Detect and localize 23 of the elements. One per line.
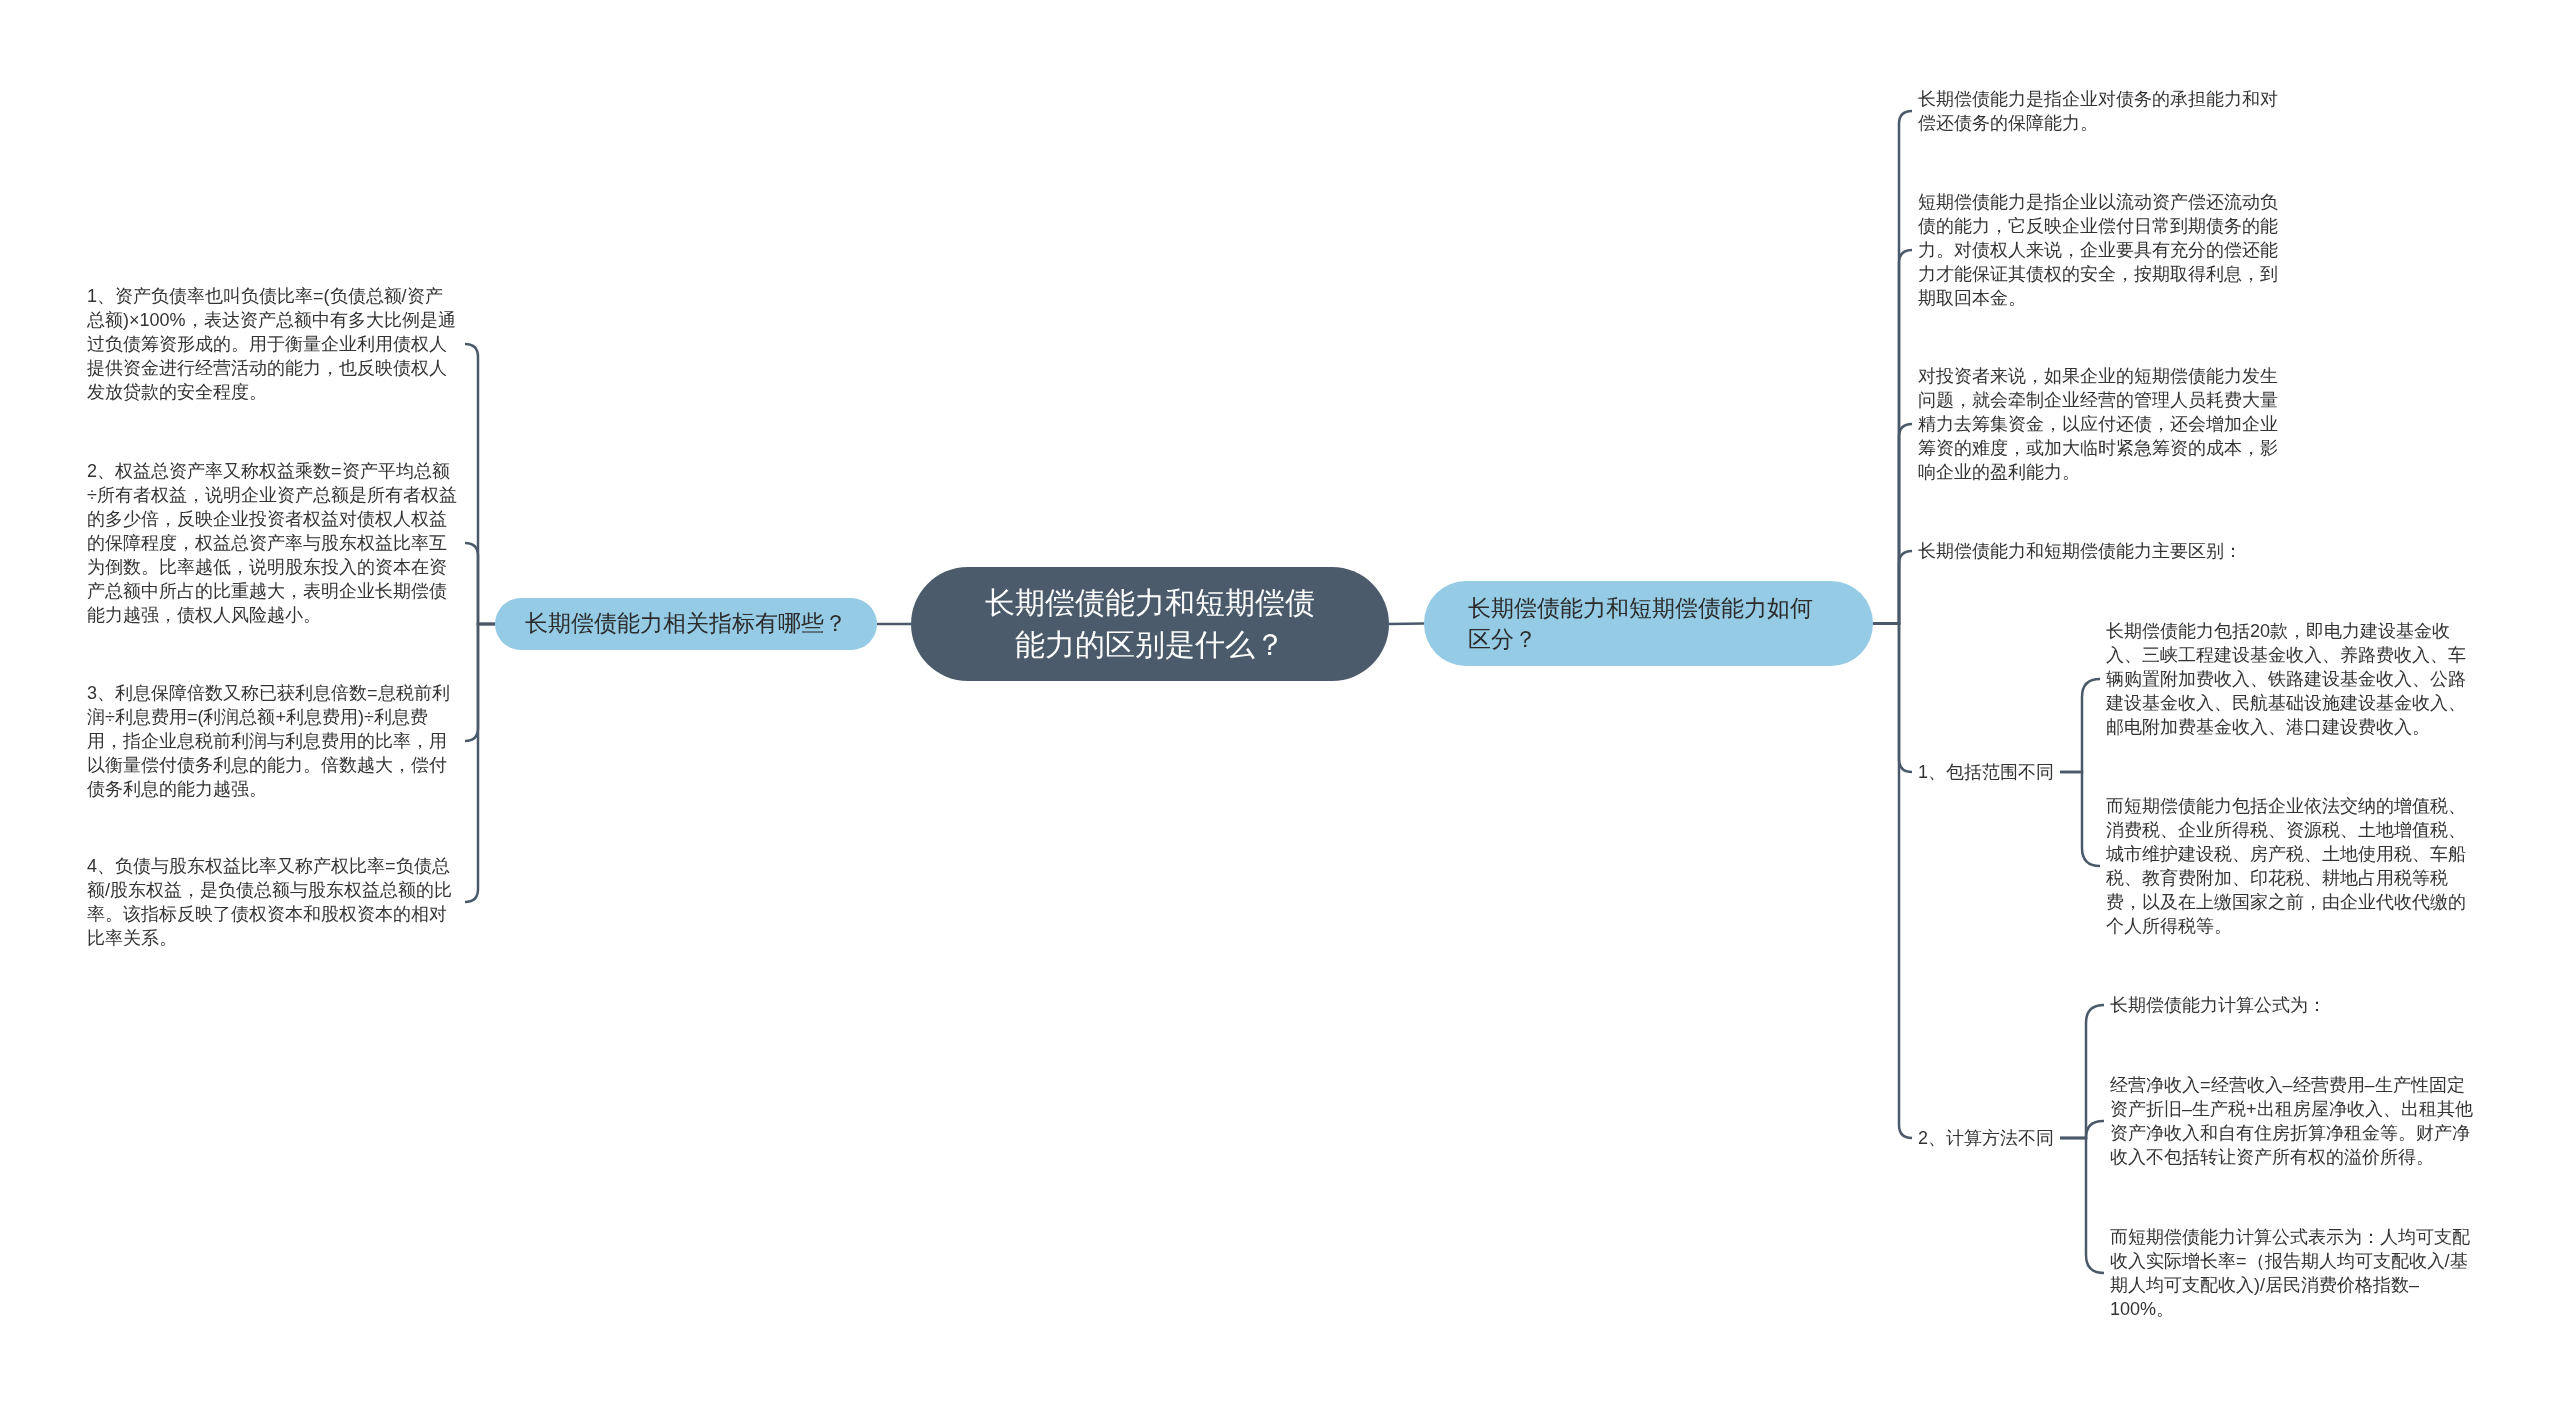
connector-line — [463, 622, 495, 904]
branch-text: 3、利息保障倍数又称已获利息倍数=息税前利润÷利息费用=(利润总额+利息费用)÷利息费用，指企业息税前利润与利息费用的比率，用以衡量偿付债务利息的能力。倍数越大，偿付债务利息的能力越强。 — [87, 681, 465, 801]
branch-text: 而短期偿债能力计算公式表示为：人均可支配收入实际增长率=（报告期人均可支配收入/基期人均可支配收入)/居民消费价格指数–100%。 — [2104, 1225, 2482, 1321]
branch-text: 对投资者来说，如果企业的短期偿债能力发生问题，就会牵制企业经营的管理人员耗费大量精力去筹集资金，以应付还债，还会增加企业筹资的难度，或加大临时紧急筹资的成本，影响企业的盈利能力。 — [1912, 364, 2290, 484]
branch-text: 长期偿债能力和短期偿债能力主要区别： — [1912, 539, 2290, 563]
branch-text: 而短期偿债能力包括企业依法交纳的增值税、消费税、企业所得税、资源税、土地增值税、城市维护建设税、房产税、土地使用税、车船税、教育费附加、印花税、耕地占用税等税费，以及在上缴国家之前，由企业代收代缴的个人所得税等。 — [2100, 794, 2478, 938]
connector-line — [1389, 622, 1424, 626]
branch-text: 4、负债与股东权益比率又称产权比率=负债总额/股东权益，是负债总额与股东权益总额的比率。该指标反映了债权资本和股权资本的相对比率关系。 — [87, 854, 465, 950]
branch-text: 经营净收入=经营收入–经营费用–生产性固定资产折旧–生产税+出租房屋净收入、出租其他资产净收入和自有住房折算净租金等。财产净收入不包括转让资产所有权的溢价所得。 — [2104, 1073, 2482, 1169]
topic-box: 长期偿债能力相关指标有哪些？ — [495, 598, 877, 650]
topic-box: 长期偿债能力和短期偿债能力如何区分？ — [1424, 581, 1873, 666]
central-topic-box: 长期偿债能力和短期偿债能力的区别是什么？ — [911, 567, 1389, 681]
connector-line — [2060, 1136, 2106, 1275]
branch-text: 2、权益总资产率又称权益乘数=资产平均总额÷所有者权益，说明企业资产总额是所有者权益的多少倍，反映企业投资者权益对债权人权益的保障程度，权益总资产率与股东权益比率互为倒数。比率越低，说明股东投入的资本在资产总额中所占的比重越大，表明企业长期偿债能力越强，债权人风险越小。 — [87, 459, 465, 627]
branch-text: 长期偿债能力是指企业对债务的承担能力和对偿还债务的保障能力。 — [1912, 87, 2290, 135]
branch-text: 1、资产负债率也叫负债比率=(负债总额/资产总额)×100%，表达资产总额中有多大比例是通过负债筹资形成的。用于衡量企业利用债权人提供资金进行经营活动的能力，也反映债权人发放贷款的安全程度。 — [87, 284, 465, 404]
connector-line — [2060, 770, 2102, 868]
branch-text: 长期偿债能力计算公式为： — [2104, 993, 2482, 1017]
branch-text: 长期偿债能力包括20款，即电力建设基金收入、三峡工程建设基金收入、养路费收入、车辆购置附加费收入、铁路建设基金收入、公路建设基金收入、民航基础设施建设基金收入、邮电附加费基金收入、港口建设费收入。 — [2100, 619, 2478, 739]
connector-line — [877, 622, 911, 626]
branch-text: 短期偿债能力是指企业以流动资产偿还流动负债的能力，它反映企业偿付日常到期债务的能力。对债权人来说，企业要具有充分的偿还能力才能保证其债权的安全，按期取得利息，到期取回本金。 — [1912, 190, 2290, 310]
branch-text: 1、包括范围不同 — [1912, 760, 2060, 784]
branch-text: 2、计算方法不同 — [1912, 1126, 2060, 1150]
